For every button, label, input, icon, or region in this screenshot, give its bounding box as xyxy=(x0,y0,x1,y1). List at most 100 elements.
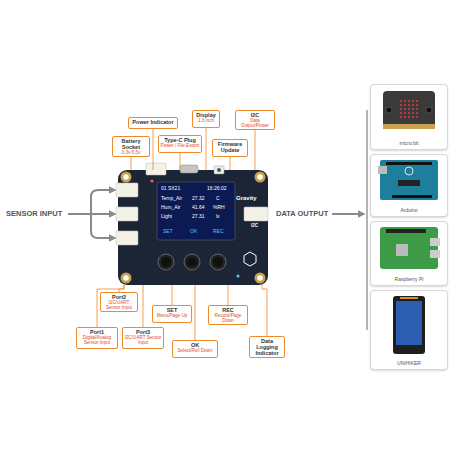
leader-line xyxy=(143,285,144,327)
screen-reading: 16:26:02 xyxy=(207,186,226,191)
callout-box: OKSelect/Roll Down xyxy=(172,340,218,358)
push-button xyxy=(184,254,200,270)
callout-detail: I2C/UART Sensor Input xyxy=(124,335,162,345)
pi-soc xyxy=(396,244,408,256)
callout-detail: Select/Roll Down xyxy=(174,348,216,353)
flow-label: SENSOR INPUT xyxy=(6,210,62,218)
device-name: Arduino xyxy=(371,207,447,213)
push-button-cap xyxy=(187,257,197,267)
device-card: Arduino xyxy=(370,154,448,217)
leader-line xyxy=(255,130,256,170)
pi-port xyxy=(430,250,440,258)
screen-reading: %RH xyxy=(213,205,225,210)
device-card: UNIHIKER xyxy=(370,290,448,370)
board-body: Gravity xyxy=(118,170,268,285)
unihiker-body xyxy=(393,296,425,354)
pi-port xyxy=(430,238,440,246)
flow-label: DATA OUTPUT xyxy=(276,210,328,218)
firmware-button xyxy=(214,166,224,174)
output-arrow xyxy=(332,213,364,215)
oled-screen xyxy=(157,182,235,240)
callout-title: Battery Socket xyxy=(114,138,148,150)
mounting-hole xyxy=(255,273,266,284)
arduino-board xyxy=(380,160,438,200)
sensor-port xyxy=(116,183,138,197)
firmware-button-cap xyxy=(217,168,221,172)
leader-line xyxy=(97,285,124,327)
callout-box: Data Logging Indicator xyxy=(249,336,285,358)
arduino-chip xyxy=(398,180,420,186)
mounting-hole xyxy=(255,172,266,183)
callout-title: Port2 xyxy=(102,294,136,300)
screen-reading: Hum_Air xyxy=(161,205,180,210)
microbit-leds xyxy=(399,99,419,119)
callout-title: Data Logging Indicator xyxy=(251,338,283,356)
arduino-logo xyxy=(405,167,413,175)
microbit-button xyxy=(386,107,392,113)
callout-detail: 3.3v-5.5v xyxy=(114,150,148,155)
arduino-header xyxy=(386,162,432,165)
callout-detail: I2C/UART Sensor Input xyxy=(102,300,136,310)
i2c-port xyxy=(244,207,268,221)
callout-box: I2CData Output/Power xyxy=(235,110,275,130)
callout-title: Port3 xyxy=(124,329,162,335)
screen-reading: 41.64 xyxy=(192,205,205,210)
leader-line xyxy=(180,153,181,170)
callout-title: OK xyxy=(174,342,216,348)
callout-box: Type-C PlugPower / File Export xyxy=(158,135,202,153)
mounting-hole-center xyxy=(123,275,129,281)
sensor-port xyxy=(116,231,138,245)
battery-socket xyxy=(146,163,166,175)
screen-reading: 27.32 xyxy=(192,196,205,201)
power-led xyxy=(150,179,153,182)
board-logo-text: Gravity xyxy=(236,195,257,201)
screen-reading: C xyxy=(216,196,220,201)
screen-reading: 27.31 xyxy=(192,214,205,219)
port-label: I2C xyxy=(251,224,258,229)
output-bracket xyxy=(366,110,368,330)
leader-line xyxy=(206,128,207,170)
arduino-usb xyxy=(378,166,387,174)
mounting-hole-center xyxy=(123,174,129,180)
callout-box: Firmware Update xyxy=(212,139,248,157)
input-arrow xyxy=(98,237,115,239)
push-button xyxy=(210,254,226,270)
callout-title: SET xyxy=(154,307,190,313)
callout-box: Port3I2C/UART Sensor Input xyxy=(122,327,164,349)
logo-hexagon xyxy=(244,252,256,266)
screen-button-label: OK xyxy=(190,229,197,234)
leader-line xyxy=(119,285,124,292)
screen-reading: Light xyxy=(161,214,172,219)
screen-reading: 01 SX21 xyxy=(161,186,180,191)
callout-title: Port1 xyxy=(78,329,116,335)
callout-title: Type-C Plug xyxy=(160,137,200,143)
gpio-header xyxy=(386,229,426,233)
callout-box: Battery Socket3.3v-5.5v xyxy=(112,136,150,157)
mounting-hole xyxy=(121,273,132,284)
callout-title: Display xyxy=(194,112,218,118)
microbit-edge xyxy=(383,124,435,129)
leader-line xyxy=(172,285,173,305)
device-name: Raspberry Pi xyxy=(371,276,447,282)
callout-detail: Digital/Analog Sensor Input xyxy=(78,335,116,345)
arduino-header xyxy=(392,195,432,198)
screen-reading: lx xyxy=(216,214,220,219)
leader-line xyxy=(195,285,196,340)
input-bracket xyxy=(91,190,98,238)
screen-reading: Temp_Air xyxy=(161,196,182,201)
callout-detail: Record/Page Down xyxy=(210,313,246,323)
unihiker-strip xyxy=(400,297,418,299)
microbit-board xyxy=(383,91,435,129)
callout-box: Port2I2C/UART Sensor Input xyxy=(100,292,138,312)
callout-box: SETMenu/Page Up xyxy=(152,305,192,323)
push-button-cap xyxy=(161,257,171,267)
callout-box: Display1.3 inch xyxy=(192,110,220,128)
unihiker-screen xyxy=(396,301,422,345)
device-name: UNIHIKER xyxy=(371,360,447,366)
device-card: micro:bit xyxy=(370,84,448,150)
callout-title: Firmware Update xyxy=(214,141,246,153)
callout-title: Power Indicator xyxy=(130,119,176,125)
callout-detail: Menu/Page Up xyxy=(154,313,190,318)
